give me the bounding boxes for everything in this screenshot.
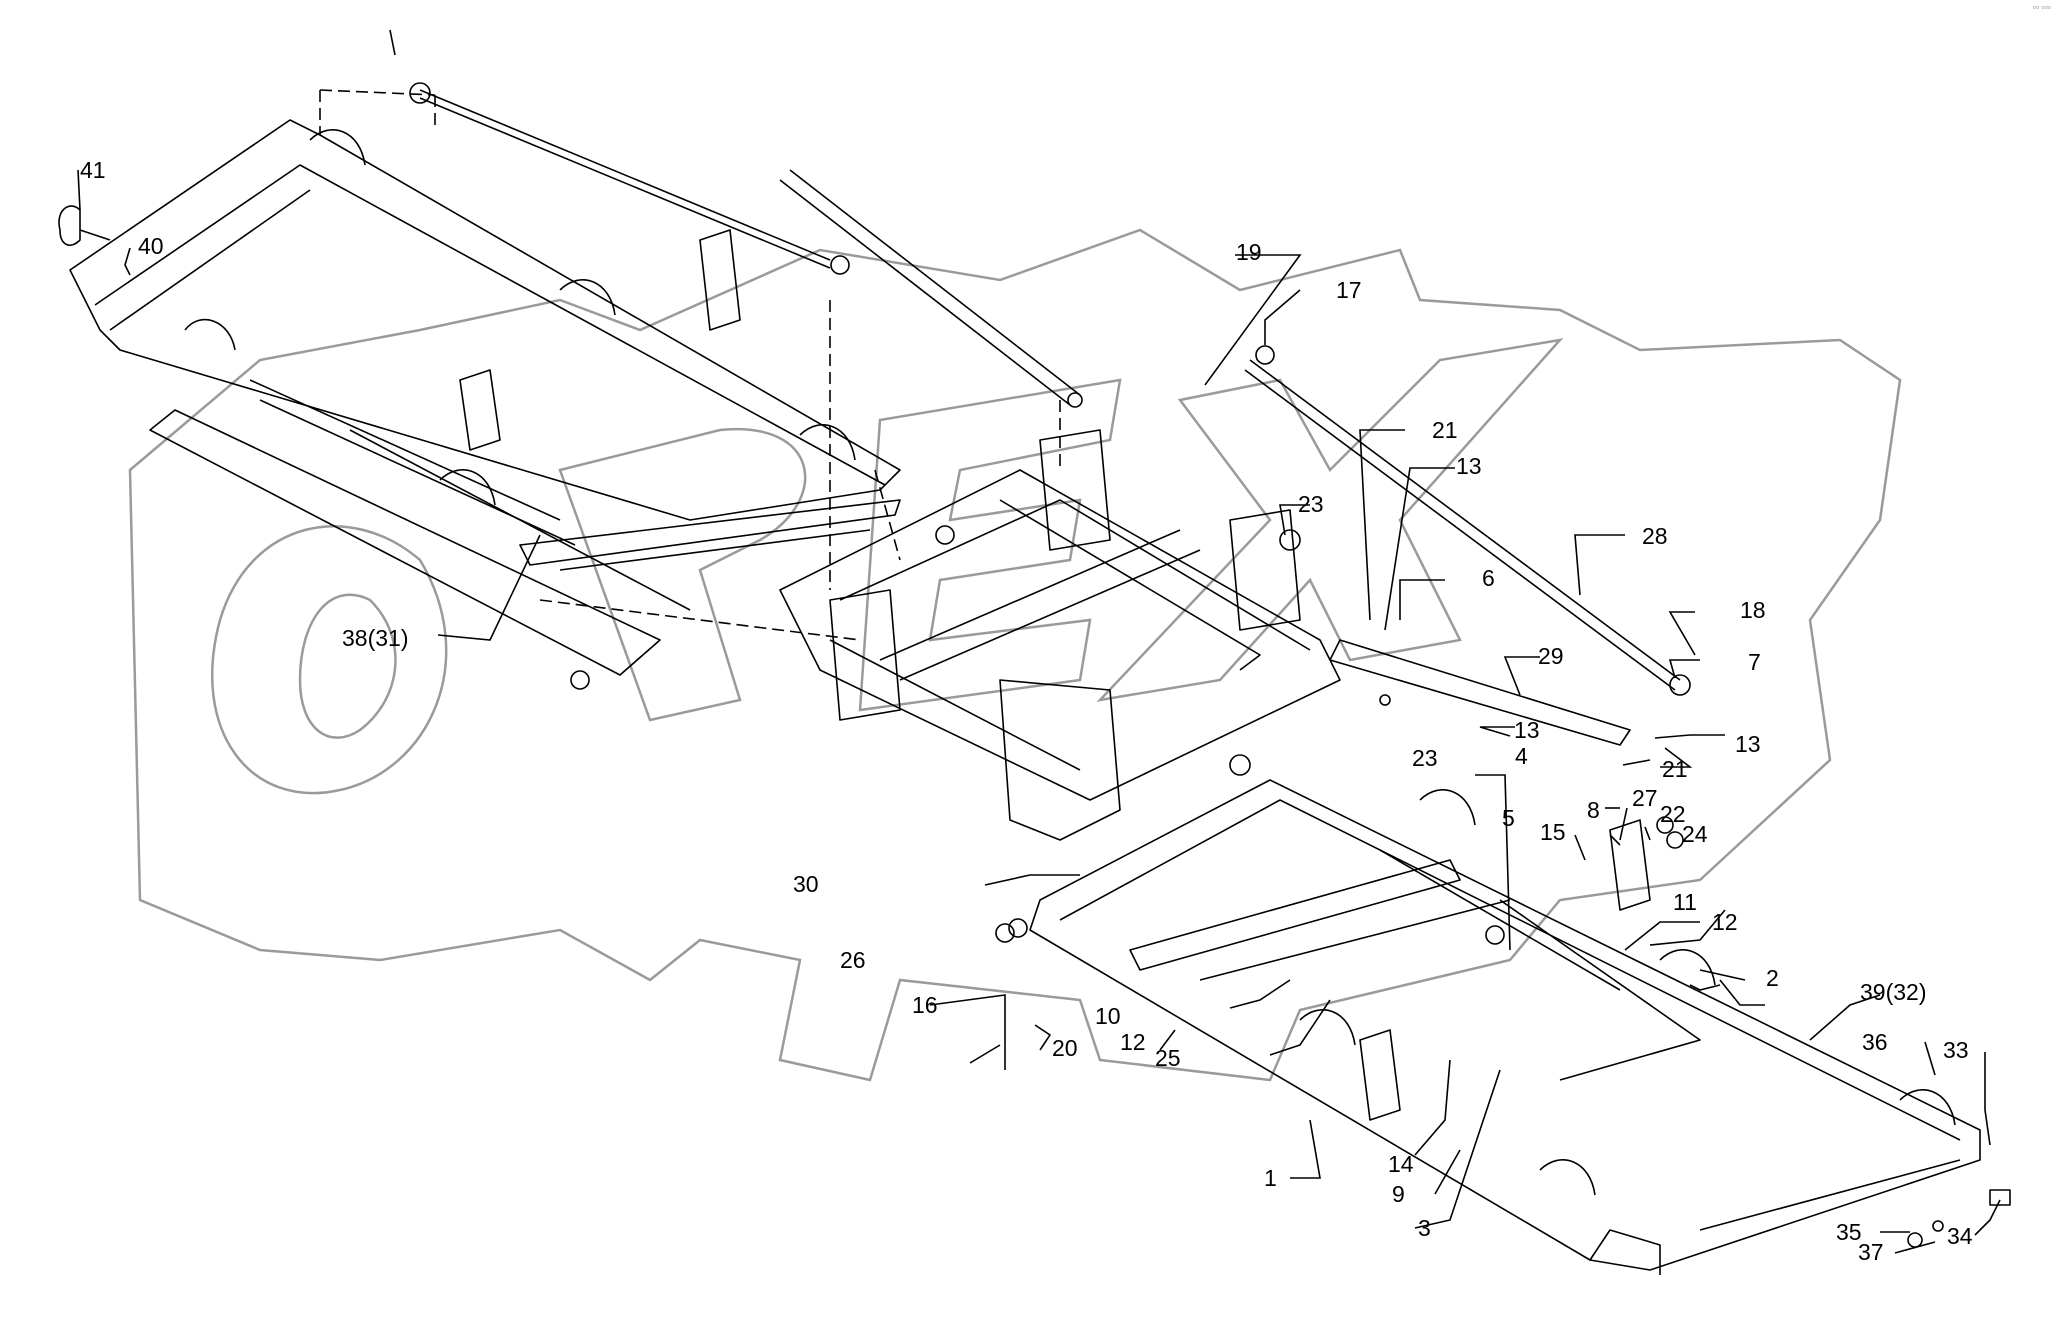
callout-12-right: 12: [1712, 909, 1738, 935]
callout-1: 1: [1264, 1165, 1277, 1191]
callout-38-31: 38(31): [342, 625, 408, 651]
rod-28: [1249, 359, 1681, 681]
left-beam: [519, 499, 901, 566]
callout-39-32: 39(32): [1860, 979, 1926, 1005]
callout-20: 20: [1052, 1035, 1078, 1061]
callout-28: 28: [1642, 523, 1668, 549]
callout-18: 18: [1740, 597, 1766, 623]
callout-40: 40: [138, 233, 164, 259]
callout-11: 11: [1673, 889, 1697, 915]
callout-35: 35: [1836, 1219, 1862, 1245]
callout-21-lower: 21: [1662, 756, 1688, 782]
link-29: [1329, 639, 1631, 746]
left-wing-frame: [69, 119, 901, 521]
callout-8: 8: [1587, 797, 1600, 823]
callout-2: 2: [1766, 965, 1779, 991]
diagonal-rod: [789, 169, 1081, 396]
callout-13-right: 13: [1735, 731, 1761, 757]
callout-15: 15: [1540, 819, 1566, 845]
callout-33: 33: [1943, 1037, 1969, 1063]
callout-7: 7: [1748, 649, 1761, 675]
callout-10: 10: [1095, 1003, 1121, 1029]
callout-27: 27: [1632, 785, 1658, 811]
callout-14: 14: [1388, 1151, 1414, 1177]
callout-12-left: 12: [1120, 1029, 1146, 1055]
right-wing-frame: [1029, 779, 1981, 1271]
callout-13-upper: 13: [1456, 453, 1482, 479]
frame-linework: [58, 29, 2011, 1275]
callout-30: 30: [793, 871, 819, 897]
center-frame: [779, 469, 1341, 801]
callout-3: 3: [1418, 1215, 1431, 1241]
callout-19: 19: [1236, 239, 1262, 265]
callout-23-lower: 23: [1412, 745, 1438, 771]
callout-41: 41: [80, 157, 106, 183]
callout-4: 4: [1515, 743, 1528, 769]
callout-6: 6: [1482, 565, 1495, 591]
callout-16: 16: [912, 992, 938, 1018]
callout-24: 24: [1682, 821, 1708, 847]
callout-labels: 41 40 38(31) 19 17 21 13 23 28 6 18 7 29…: [80, 157, 1973, 1265]
watermark-logo: [128, 228, 1902, 1082]
callout-29: 29: [1538, 643, 1564, 669]
callout-25: 25: [1155, 1045, 1181, 1071]
callout-34: 34: [1947, 1223, 1973, 1249]
callout-9: 9: [1392, 1181, 1405, 1207]
callout-13-mid: 13: [1514, 717, 1540, 743]
leader-lines: [77, 169, 2001, 1254]
callout-21-upper: 21: [1432, 417, 1458, 443]
callout-17: 17: [1336, 277, 1362, 303]
callout-5: 5: [1502, 805, 1515, 831]
callout-26: 26: [840, 947, 866, 973]
callout-22: 22: [1660, 801, 1686, 827]
callout-36: 36: [1862, 1029, 1888, 1055]
corner-mark: ▫▫ ▫▫▫: [2032, 2, 2051, 12]
callout-37: 37: [1858, 1239, 1884, 1265]
callout-23-upper: 23: [1298, 491, 1324, 517]
left-tie-rod: [419, 89, 831, 261]
